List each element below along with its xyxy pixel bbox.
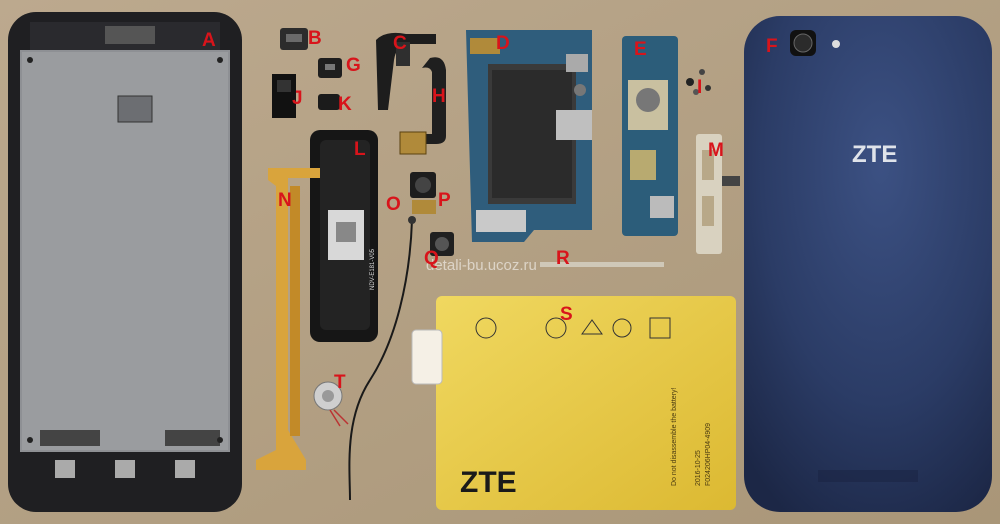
vibration-motor-t	[313, 381, 349, 427]
back-cover-brand-text: ZTE	[852, 141, 897, 168]
label-j: J	[292, 88, 303, 109]
label-c: C	[393, 33, 407, 54]
small-bracket-b	[280, 28, 308, 50]
front-camera-q	[430, 232, 454, 256]
label-a: A	[202, 30, 216, 51]
battery-warning-text: Do not disassemble the battery!	[671, 388, 678, 486]
label-i: I	[697, 77, 702, 98]
label-b: B	[308, 28, 322, 49]
sub-board-e	[622, 36, 678, 236]
label-g: G	[346, 55, 361, 76]
label-d: D	[496, 33, 510, 54]
label-s: S	[560, 304, 573, 325]
rear-camera-p	[410, 172, 436, 214]
screws-i	[686, 69, 711, 95]
battery-s: ZTE Do not disassemble the battery! 2016…	[411, 296, 736, 510]
earpiece-holder-j	[272, 74, 296, 118]
label-f: F	[766, 36, 778, 57]
label-o: O	[386, 194, 401, 215]
speaker-marking-text: NDV-E181-V05	[370, 248, 376, 290]
thin-strip-r	[540, 262, 664, 267]
back-cover-f: ZTE	[744, 16, 992, 512]
small-bracket-g	[318, 58, 342, 78]
antenna-cable-o	[348, 216, 416, 501]
battery-serial-text: F024206HP04-4909	[705, 423, 712, 486]
small-bracket-k	[318, 94, 340, 110]
battery-date-text: 2016-10-25	[695, 450, 702, 486]
label-e: E	[634, 39, 647, 60]
label-r: R	[556, 248, 570, 269]
front-frame-part	[8, 12, 242, 512]
battery-brand-text: ZTE	[460, 466, 517, 499]
front-camera-flex-c	[376, 32, 436, 110]
flex-cable-h	[399, 57, 446, 155]
label-p: P	[438, 190, 451, 211]
label-m: M	[708, 140, 724, 161]
part-labels: A B C D E F G H I J K L M N O P Q R S T	[202, 28, 778, 393]
label-t: T	[334, 372, 346, 393]
label-l: L	[354, 139, 366, 160]
label-k: K	[338, 94, 352, 115]
motherboard-d	[466, 30, 592, 242]
watermark-text: detali-bu.ucoz.ru	[426, 257, 537, 274]
long-flex-cable-n	[256, 168, 320, 470]
side-key-flex-m	[696, 134, 740, 254]
label-q: Q	[424, 248, 439, 269]
loudspeaker-module-l: NDV-E181-V05	[310, 130, 378, 342]
label-n: N	[278, 190, 292, 211]
label-h: H	[432, 86, 446, 107]
